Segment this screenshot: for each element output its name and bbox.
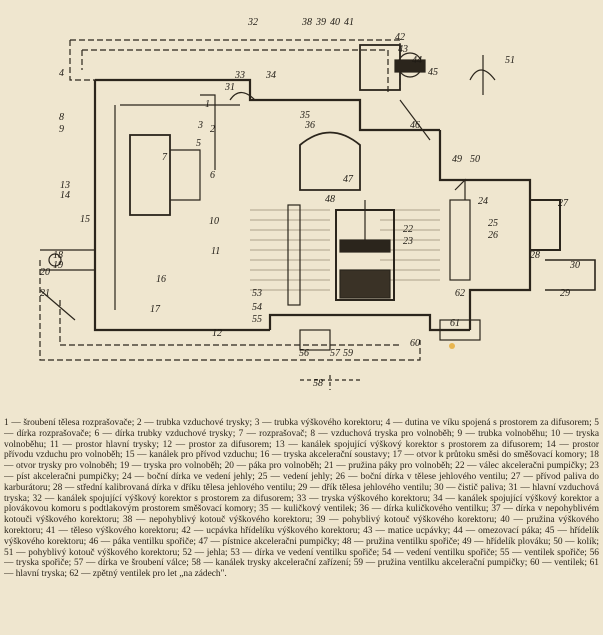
callout-40: 40 [330,17,340,28]
callout-45: 45 [428,67,438,78]
callout-5: 5 [196,138,201,149]
float [299,131,361,191]
housing-top [95,78,440,132]
callout-32: 32 [247,17,258,28]
callout-23: 23 [403,236,413,247]
callout-58: 58 [313,378,323,389]
callout-56: 56 [299,348,309,359]
dashed-channel-bottom [39,260,421,361]
callout-4: 4 [59,68,64,79]
callout-51: 51 [505,55,515,66]
pump-valve [299,329,331,351]
callout-17: 17 [150,304,161,315]
altitude-corrector [359,44,401,91]
callout-34: 34 [265,70,276,81]
callout-44: 44 [412,55,422,66]
callout-13: 13 [60,180,70,191]
callout-31: 31 [224,82,235,93]
callout-50: 50 [470,154,480,165]
callout-2: 2 [210,124,215,135]
callout-3: 3 [197,120,203,131]
callout-21: 21 [40,288,50,299]
needle-valve [449,199,471,281]
callout-38: 38 [301,17,312,28]
callout-60: 60 [410,338,420,349]
callout-54: 54 [252,302,262,313]
callout-19: 19 [53,260,63,271]
callout-49: 49 [452,154,462,165]
callout-18: 18 [53,250,63,261]
callout-14: 14 [60,190,70,201]
callout-16: 16 [156,274,166,285]
callout-35: 35 [299,110,310,121]
carburetor-drawing: 32 38 39 40 41 42 43 44 45 51 4 33 31 34… [39,17,596,390]
callout-22: 22 [403,224,413,235]
callout-62: 62 [455,288,465,299]
callout-47: 47 [343,174,354,185]
callout-30: 30 [569,260,580,271]
callout-41: 41 [344,17,354,28]
legend-text: 1 — šroubení tělesa rozprašovače; 2 — tr… [4,418,599,580]
callout-20: 20 [40,267,50,278]
callout-28: 28 [530,250,540,261]
housing-left [93,80,270,332]
callout-26: 26 [488,230,498,241]
callout-7: 7 [162,152,168,163]
diffuser [129,134,171,216]
callout-12: 12 [212,328,222,339]
jet-stem [287,204,301,306]
figure-legend: 1 — šroubení tělesa rozprašovače; 2 — tr… [4,418,599,632]
callout-29: 29 [560,288,570,299]
callout-43: 43 [398,44,408,55]
callout-11: 11 [211,246,220,257]
callout-39: 39 [315,17,326,28]
callout-57: 57 [330,348,341,359]
callout-48: 48 [325,194,335,205]
highlight-dot [449,343,455,349]
fuel-filter [545,259,596,291]
callout-33: 33 [234,70,245,81]
callout-24: 24 [478,196,488,207]
callout-25: 25 [488,218,498,229]
callout-55: 55 [252,314,262,325]
callout-59: 59 [343,348,353,359]
callout-15: 15 [80,214,90,225]
callout-9: 9 [59,124,64,135]
callout-1: 1 [205,99,210,110]
callout-8: 8 [59,112,64,123]
callout-61: 61 [450,318,460,329]
pump-piston [339,239,391,253]
callout-42: 42 [395,32,405,43]
callout-46: 46 [410,120,420,131]
callout-27: 27 [558,198,569,209]
dashed-channel-top [70,39,401,90]
dashed-channel-inner [82,49,389,95]
callout-36: 36 [304,120,315,131]
callout-6: 6 [210,170,215,181]
callout-53: 53 [252,288,262,299]
housing-right [438,130,532,330]
callout-10: 10 [209,216,219,227]
corrector-disc-view [469,69,496,81]
carburetor-diagram: 32 38 39 40 41 42 43 44 45 51 4 33 31 34… [39,17,596,390]
